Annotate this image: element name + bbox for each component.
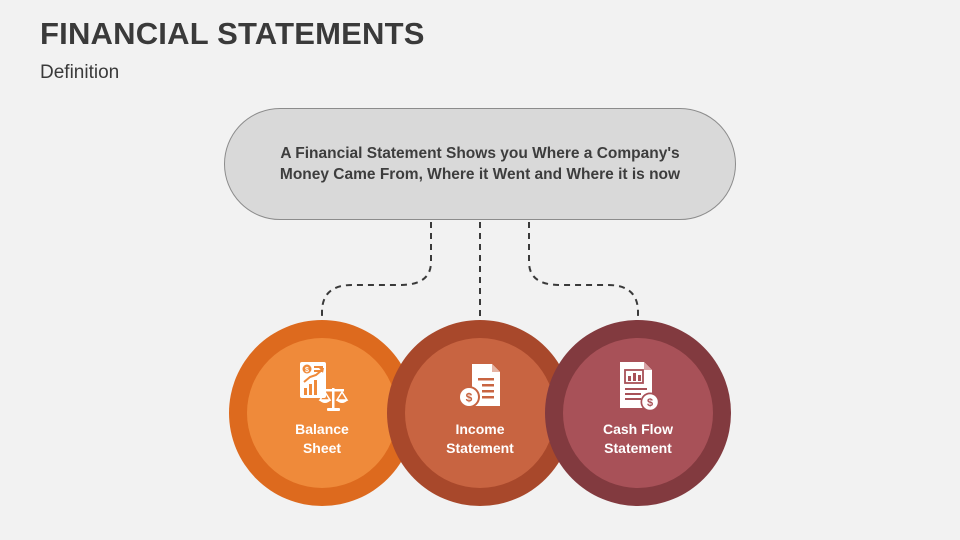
definition-text: A Financial Statement Shows you Where a … — [260, 143, 700, 185]
svg-text:$: $ — [647, 397, 653, 409]
income-statement-label: Income Statement — [420, 420, 540, 458]
cash-flow-statement-label: Cash Flow Statement — [578, 420, 698, 458]
cash-flow-statement-inner: $ Cash Flow Statement — [563, 338, 713, 488]
definition-line-2: Money Came From, Where it Went and Where… — [279, 166, 681, 183]
income-statement-icon: $ — [458, 364, 500, 408]
definition-line-1: A Financial Statement Shows you Where a … — [280, 145, 680, 162]
balance-sheet-node: $ Balance Sheet — [229, 320, 415, 506]
balance-sheet-icon: $ — [300, 362, 349, 411]
cash-flow-statement-node: $ Cash Flow Statement — [545, 320, 731, 506]
income-statement-label-line-2: Statement — [446, 440, 514, 456]
cash-flow-statement-label-line-1: Cash Flow — [602, 421, 673, 437]
income-statement-node: $ Income Statement — [387, 320, 573, 506]
connector-cash-flow-statement — [528, 222, 639, 322]
balance-sheet-inner: $ Balance Sheet — [247, 338, 397, 488]
svg-text:$: $ — [466, 391, 473, 405]
definition-box: A Financial Statement Shows you Where a … — [224, 108, 736, 220]
svg-text:$: $ — [305, 367, 309, 374]
income-statement-label-line-1: Income — [455, 421, 505, 437]
income-statement-inner: $ Income Statement — [405, 338, 555, 488]
cash-flow-statement-icon: $ — [620, 362, 660, 412]
page-subtitle: Definition — [40, 62, 120, 83]
page-title: FINANCIAL STATEMENTS — [40, 16, 425, 51]
balance-sheet-label: Balance Sheet — [262, 420, 382, 458]
balance-sheet-label-line-1: Balance — [295, 421, 349, 437]
connector-balance-sheet — [321, 222, 432, 322]
cash-flow-statement-label-line-2: Statement — [604, 440, 672, 456]
balance-sheet-label-line-2: Sheet — [302, 440, 342, 456]
